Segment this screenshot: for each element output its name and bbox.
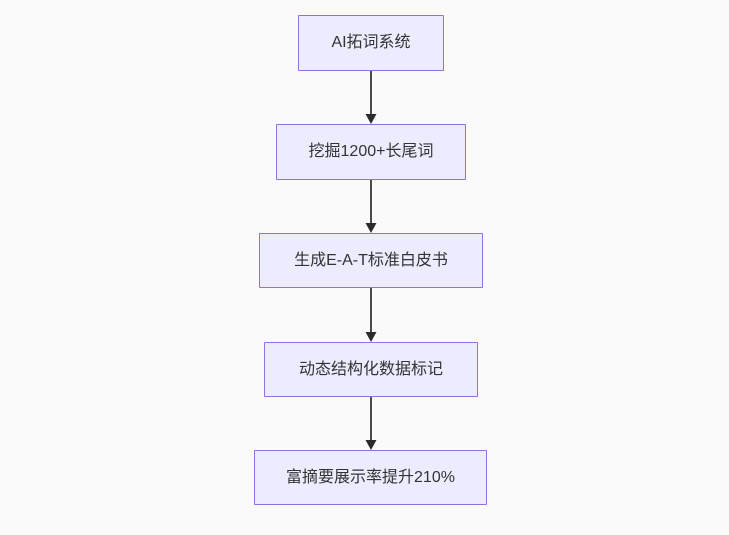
flowchart-node-structured-data: 动态结构化数据标记 — [264, 342, 478, 397]
flowchart-node-ai-word-expansion: AI拓词系统 — [298, 15, 444, 71]
node-label: 挖掘1200+长尾词 — [308, 143, 434, 160]
node-label: 动态结构化数据标记 — [298, 360, 443, 378]
edge-arrow-down-icon — [364, 288, 378, 342]
edge-arrow-down-icon — [364, 180, 378, 233]
node-label: AI拓词系统 — [331, 34, 411, 51]
node-label: 生成E-A-T标准白皮书 — [294, 251, 448, 269]
flowchart-node-rich-snippet-result: 富摘要展示率提升210% — [254, 450, 487, 505]
edge-arrow-down-icon — [364, 397, 378, 450]
node-label: 富摘要展示率提升210% — [286, 468, 455, 486]
flowchart-node-longtail-keywords: 挖掘1200+长尾词 — [276, 124, 466, 180]
flowchart-node-eat-whitepaper: 生成E-A-T标准白皮书 — [259, 233, 483, 288]
edge-arrow-down-icon — [364, 71, 378, 124]
